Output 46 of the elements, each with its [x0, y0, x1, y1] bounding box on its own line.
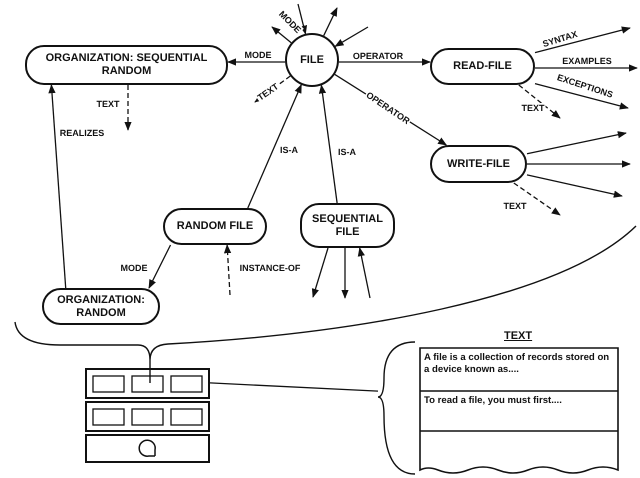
text-entry: To read a file, you must first....: [424, 395, 563, 407]
storage-device-drawing: [85, 368, 210, 463]
arrow: [534, 82, 629, 110]
edge-label: TEXT: [502, 201, 528, 211]
concept-box: ORGANIZATION: SEQUENTIAL RANDOM: [25, 45, 228, 85]
arrow: [323, 7, 338, 36]
arrow: [358, 247, 371, 298]
arrow: [338, 58, 431, 66]
edge-label: MODE: [244, 50, 272, 60]
edge-label: OPERATOR: [352, 51, 404, 61]
concept-box: ORGANIZATION: RANDOM: [42, 288, 160, 325]
arrow: [148, 244, 172, 289]
arrow: [341, 248, 349, 299]
text-entry: A file is a collection of records stored on a device known as....: [424, 352, 610, 376]
arrow: [312, 248, 329, 298]
dashed-arrow: [513, 182, 561, 216]
dashed-arrow: [124, 85, 132, 131]
concept-circle: FILE: [285, 33, 339, 87]
edge-label: TEXT: [96, 99, 120, 109]
panel-heading: TEXT: [504, 330, 532, 342]
dashed-arrow: [518, 84, 561, 119]
edge-label: REALIZES: [58, 128, 106, 138]
arrow: [526, 131, 627, 154]
arrow: [297, 4, 308, 35]
arrow: [48, 84, 66, 288]
arrow: [247, 84, 302, 208]
edge-label: TEXT: [520, 103, 546, 113]
arrow: [526, 174, 623, 198]
concept-box: SEQUENTIAL FILE: [300, 203, 395, 248]
connector-line: [210, 382, 378, 392]
concept-box: WRITE-FILE: [430, 145, 527, 183]
edge-label: MODE: [120, 263, 148, 273]
edge-label: EXAMPLES: [561, 56, 613, 66]
arrow: [318, 84, 338, 204]
edge-label: IS-A: [337, 147, 357, 157]
arrow: [527, 160, 631, 168]
arrow: [534, 26, 631, 54]
arrow: [535, 64, 638, 72]
edge-label: IS-A: [279, 145, 299, 155]
concept-box: READ-FILE: [430, 48, 535, 85]
arrow: [271, 26, 292, 44]
dashed-arrow: [224, 244, 232, 296]
arrow: [334, 26, 368, 47]
arrow: [227, 58, 286, 66]
concept-box: RANDOM FILE: [163, 208, 267, 245]
edge-label: INSTANCE-OF: [238, 263, 302, 273]
